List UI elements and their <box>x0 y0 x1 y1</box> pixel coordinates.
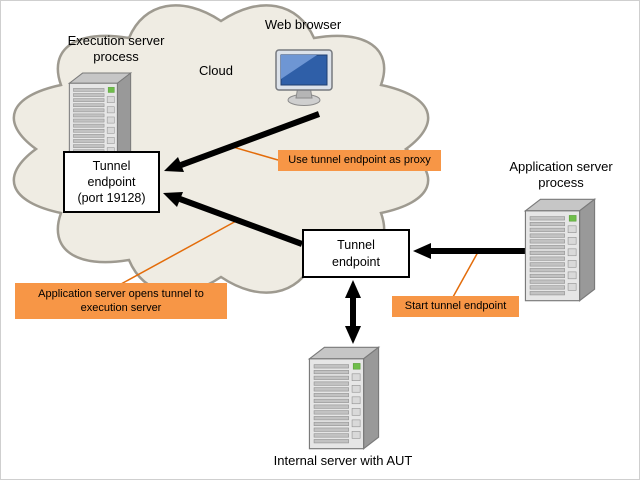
connector-opens-tunnel <box>120 219 239 285</box>
execution-server-icon <box>68 72 132 164</box>
arrows <box>163 111 529 344</box>
arrow-browser-to-tunnel-endpoint <box>164 111 321 172</box>
tunnel-endpoint-dmz-box: Tunnel endpoint <box>302 229 410 278</box>
callout-connectors <box>120 146 479 298</box>
arrow-dmz-endpoint-to-cloud-endpoint <box>163 192 304 247</box>
connector-use-proxy <box>232 146 279 161</box>
execution-server-label: Execution server process <box>67 33 165 65</box>
connector-start-endpoint <box>452 251 479 298</box>
callout-use-proxy: Use tunnel endpoint as proxy <box>278 150 441 171</box>
internal-server-label: Internal server with AUT <box>273 453 413 468</box>
cloud-label: Cloud <box>199 63 233 78</box>
internal-server-icon <box>308 346 380 450</box>
callout-start-endpoint: Start tunnel endpoint <box>392 296 519 317</box>
web-browser-label: Web browser <box>264 17 342 32</box>
arrow-endpoint-internal-server-bidirectional <box>345 280 361 344</box>
application-server-icon <box>524 198 596 302</box>
arrow-appserver-to-dmz-endpoint <box>413 243 529 259</box>
tunnel-endpoint-cloud-box: Tunnel endpoint (port 19128) <box>63 151 160 213</box>
callout-opens-tunnel: Application server opens tunnel to execu… <box>15 283 227 319</box>
application-server-label: Application server process <box>509 159 613 191</box>
